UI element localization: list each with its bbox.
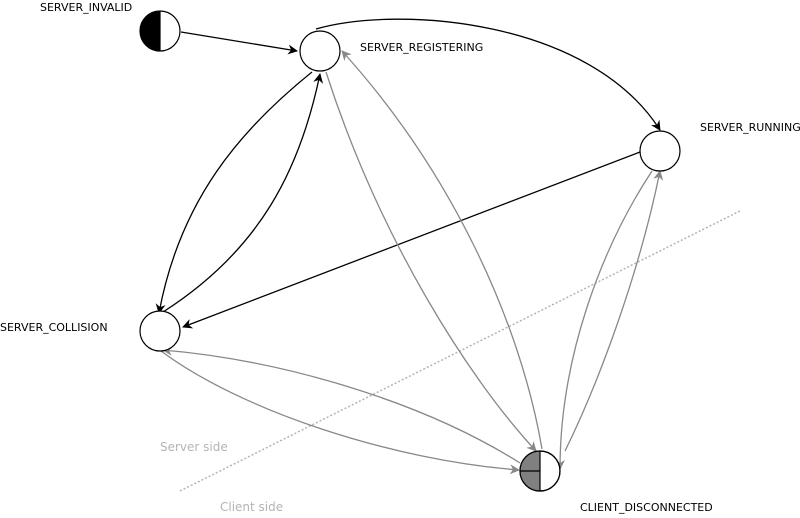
state-server-collision bbox=[139, 310, 181, 352]
state-server-registering bbox=[299, 30, 341, 72]
arrow-registering-to-collision bbox=[155, 71, 313, 314]
state-server-invalid bbox=[139, 10, 181, 52]
arrow-invalid-to-registering bbox=[180, 31, 298, 55]
arrow-client-disconnected-to-collision bbox=[162, 345, 521, 464]
server-transitions bbox=[155, 18, 661, 329]
label-client-side: Client side bbox=[220, 500, 283, 514]
half-filled-circle-icon bbox=[140, 11, 160, 51]
arrow-registering-to-client-disconnected bbox=[325, 71, 537, 452]
quarter-filled-circle-icon bbox=[520, 451, 540, 471]
state-client-disconnected bbox=[519, 450, 561, 492]
state-server-running bbox=[639, 130, 681, 172]
label-client-disconnected: CLIENT_DISCONNECTED bbox=[580, 501, 713, 514]
label-server-registering: SERVER_REGISTERING bbox=[360, 41, 483, 54]
arrow-collision-to-registering bbox=[162, 73, 324, 313]
label-server-running: SERVER_RUNNING bbox=[700, 121, 800, 134]
label-server-invalid: SERVER_INVALID bbox=[40, 1, 132, 14]
side-divider bbox=[179, 210, 741, 492]
arrow-registering-to-running bbox=[315, 18, 661, 131]
arrow-running-to-client-disconnected bbox=[555, 170, 653, 470]
arrow-client-disconnected-to-running bbox=[564, 170, 664, 452]
arrow-client-disconnected-to-registering bbox=[341, 50, 543, 450]
client-transitions bbox=[160, 50, 664, 475]
label-server-side: Server side bbox=[160, 440, 228, 454]
arrow-collision-to-client-disconnected bbox=[160, 350, 520, 475]
label-server-collision: SERVER_COLLISION bbox=[0, 321, 108, 334]
arrow-running-to-collision bbox=[182, 151, 641, 329]
